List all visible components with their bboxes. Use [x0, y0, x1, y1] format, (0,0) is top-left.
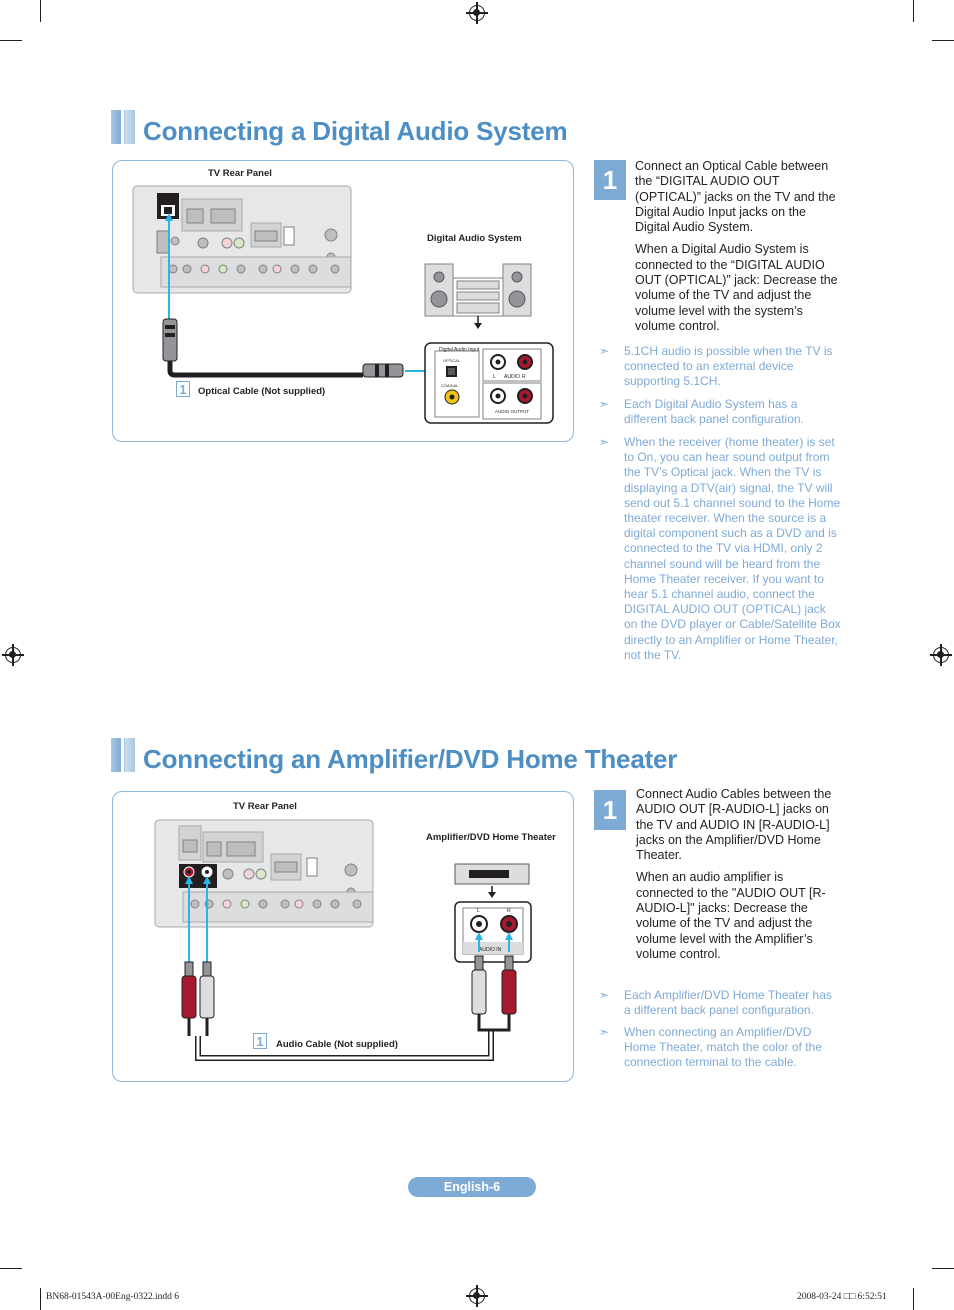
optical-cable-label: Optical Cable (Not supplied) [198, 386, 326, 397]
cable-number-badge: 1 [176, 381, 190, 397]
note-arrow-icon: ➣ [599, 988, 610, 1002]
note-arrow-icon: ➣ [599, 435, 610, 449]
optical-cable [162, 213, 435, 378]
registration-mark-icon [466, 2, 488, 24]
title-accent-bar [111, 738, 135, 772]
footer-filename: BN68-01543A-00Eng-0322.indd 6 [46, 1292, 179, 1302]
section-title-digital-audio: Connecting a Digital Audio System [143, 116, 568, 146]
device-right-label: R [522, 374, 526, 380]
tv-rear-panel-label: TV Rear Panel [208, 168, 272, 179]
note-text: 5.1CH audio is possible when the TV is c… [624, 344, 833, 389]
audio-cable-label: Audio Cable (Not supplied) [276, 1039, 398, 1050]
crop-mark [40, 1288, 41, 1310]
note-text: When connecting an Amplifier/DVD Home Th… [624, 1025, 822, 1070]
step-paragraph: When a Digital Audio System is connected… [635, 242, 838, 333]
note-arrow-icon: ➣ [599, 397, 610, 411]
registration-mark-icon [2, 644, 24, 666]
note-text: When the receiver (home theater) is set … [624, 435, 841, 662]
crop-mark [913, 1288, 914, 1310]
device-coaxial-label: COAXIAL [441, 383, 459, 388]
crop-mark [0, 40, 22, 41]
note-text: Each Digital Audio System has a differen… [624, 397, 804, 427]
diagram-amplifier: L R AUDIO IN [112, 791, 574, 1082]
digital-audio-diagram-graphic: Digital Audio Input OPTICAL COAXIAL L AU… [132, 185, 554, 424]
digital-audio-system-label: Digital Audio System [427, 233, 522, 244]
step-instructions: Connect Audio Cables between the AUDIO O… [636, 787, 836, 969]
step-number: 1 [594, 160, 626, 200]
amplifier-diagram-graphic: L R AUDIO IN [154, 819, 532, 1061]
device-audio-label: AUDIO [504, 374, 520, 380]
crop-mark [932, 40, 954, 41]
note-arrow-icon: ➣ [599, 344, 610, 358]
tv-rear-panel [154, 819, 374, 928]
cable-number-badge: 1 [253, 1033, 267, 1049]
step-instructions: Connect an Optical Cable between the “DI… [635, 159, 840, 341]
step-number: 1 [594, 790, 626, 830]
crop-mark [913, 0, 914, 22]
device-panel-header: Digital Audio Input [439, 347, 480, 353]
title-accent-bar [111, 110, 135, 144]
amplifier-device: L R AUDIO IN [454, 863, 532, 1032]
diagram-digital-audio: Digital Audio Input OPTICAL COAXIAL L AU… [112, 160, 574, 442]
device-optical-label: OPTICAL [443, 358, 461, 363]
step-paragraph: Connect an Optical Cable between the “DI… [635, 159, 836, 235]
registration-mark-icon [930, 644, 952, 666]
crop-mark [0, 1268, 22, 1269]
amp-left-label: L [477, 908, 480, 914]
footer-timestamp: 2008-03-24 □□ 6:52:51 [797, 1292, 887, 1302]
device-left-label: L [493, 374, 496, 380]
step-paragraph: When an audio amplifier is connected to … [636, 870, 826, 961]
amp-right-label: R [507, 908, 511, 914]
amplifier-label: Amplifier/DVD Home Theater [426, 832, 556, 843]
page-number-label: English-6 [408, 1177, 536, 1197]
crop-mark [40, 0, 41, 22]
device-output-label: AUDIO OUTPUT [495, 409, 529, 414]
digital-audio-system-device: Digital Audio Input OPTICAL COAXIAL L AU… [424, 263, 554, 424]
tv-rear-panel [132, 185, 352, 294]
crop-mark [932, 1268, 954, 1269]
note-arrow-icon: ➣ [599, 1025, 610, 1039]
section-title-amplifier: Connecting an Amplifier/DVD Home Theater [143, 744, 678, 774]
audio-cable-tv-side [181, 876, 494, 1061]
step-paragraph: Connect Audio Cables between the AUDIO O… [636, 787, 832, 863]
note-text: Each Amplifier/DVD Home Theater has a di… [624, 988, 832, 1018]
registration-mark-icon [466, 1285, 488, 1307]
tv-rear-panel-label: TV Rear Panel [233, 801, 297, 812]
amp-audio-in-label: AUDIO IN [479, 947, 502, 953]
